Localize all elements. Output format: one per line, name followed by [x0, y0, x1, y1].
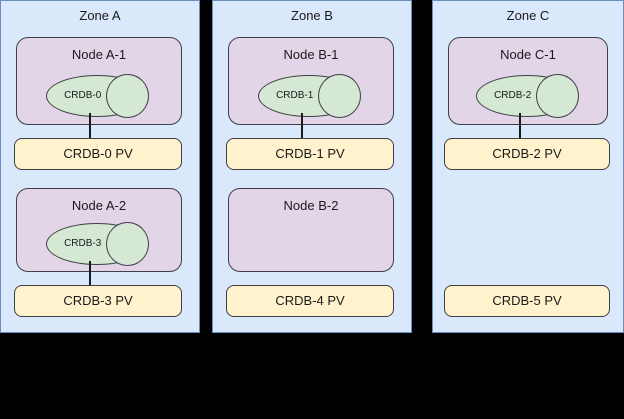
- zone-title: Zone C: [506, 8, 550, 23]
- persistent-volume-crdb-1-pv[interactable]: CRDB-1 PV: [226, 138, 394, 170]
- node-title: Node B-2: [283, 198, 339, 213]
- database-cylinder-cap-icon: [106, 222, 149, 266]
- persistent-volume-crdb-5-pv[interactable]: CRDB-5 PV: [444, 285, 610, 317]
- node-title: Node B-1: [283, 47, 339, 62]
- node-node-b-2[interactable]: Node B-2: [228, 188, 394, 272]
- database-crdb-3[interactable]: CRDB-3: [46, 222, 149, 266]
- connector-crdb-1-to-crdb-1-pv: [301, 113, 303, 138]
- connector-crdb-2-to-crdb-2-pv: [519, 113, 521, 138]
- database-crdb-1[interactable]: CRDB-1: [258, 74, 361, 118]
- node-node-a-2[interactable]: Node A-2: [16, 188, 182, 272]
- persistent-volume-label: CRDB-5 PV: [492, 293, 562, 308]
- persistent-volume-label: CRDB-1 PV: [275, 146, 345, 161]
- persistent-volume-crdb-2-pv[interactable]: CRDB-2 PV: [444, 138, 610, 170]
- node-title: Node A-1: [71, 47, 127, 62]
- persistent-volume-crdb-4-pv[interactable]: CRDB-4 PV: [226, 285, 394, 317]
- persistent-volume-label: CRDB-3 PV: [63, 293, 133, 308]
- persistent-volume-crdb-3-pv[interactable]: CRDB-3 PV: [14, 285, 182, 317]
- connector-crdb-0-to-crdb-0-pv: [89, 113, 91, 138]
- zone-title: Zone A: [79, 8, 121, 23]
- database-cylinder-cap-icon: [318, 74, 361, 118]
- database-label: CRDB-2: [494, 90, 532, 101]
- database-label: CRDB-1: [276, 90, 314, 101]
- persistent-volume-label: CRDB-0 PV: [63, 146, 133, 161]
- connector-crdb-3-to-crdb-3-pv: [89, 261, 91, 285]
- database-cylinder-cap-icon: [536, 74, 579, 118]
- persistent-volume-label: CRDB-4 PV: [275, 293, 345, 308]
- database-crdb-0[interactable]: CRDB-0: [46, 74, 149, 118]
- database-cylinder-cap-icon: [106, 74, 149, 118]
- persistent-volume-crdb-0-pv[interactable]: CRDB-0 PV: [14, 138, 182, 170]
- database-crdb-2[interactable]: CRDB-2: [476, 74, 579, 118]
- persistent-volume-label: CRDB-2 PV: [492, 146, 562, 161]
- node-title: Node C-1: [500, 47, 556, 62]
- database-label: CRDB-3: [64, 238, 102, 249]
- node-title: Node A-2: [71, 198, 127, 213]
- database-label: CRDB-0: [64, 90, 102, 101]
- zone-title: Zone B: [291, 8, 333, 23]
